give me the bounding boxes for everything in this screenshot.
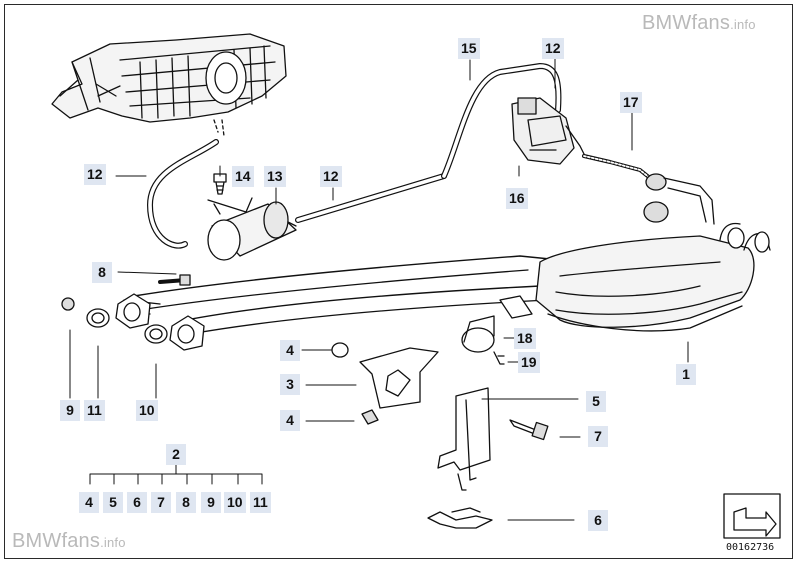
document-number: 00162736 bbox=[726, 542, 775, 553]
kit-item-11[interactable]: 11 bbox=[250, 492, 271, 513]
intake-manifold-drawing bbox=[51, 33, 287, 137]
diagram-frame bbox=[4, 4, 793, 559]
callout-19[interactable]: 19 bbox=[518, 352, 540, 373]
hanger-mount bbox=[331, 342, 439, 425]
callout-15[interactable]: 15 bbox=[458, 38, 480, 59]
kit-item-4[interactable]: 4 bbox=[79, 492, 99, 513]
callout-17[interactable]: 17 bbox=[620, 92, 642, 113]
watermark-brand-top: BMWfans bbox=[642, 12, 731, 34]
orientation-arrow-symbol bbox=[723, 493, 781, 539]
callout-2[interactable]: 2 bbox=[166, 444, 186, 465]
callout-12-top[interactable]: 12 bbox=[542, 38, 564, 59]
kit-item-6[interactable]: 6 bbox=[127, 492, 147, 513]
vacuum-reservoir bbox=[207, 197, 297, 261]
rear-silencer bbox=[535, 222, 771, 332]
callout-16[interactable]: 16 bbox=[506, 188, 528, 209]
callout-14[interactable]: 14 bbox=[232, 166, 254, 187]
bolt-7 bbox=[509, 419, 549, 441]
callout-13[interactable]: 13 bbox=[264, 166, 286, 187]
kit-item-10[interactable]: 10 bbox=[224, 492, 246, 513]
vacuum-hose-left bbox=[147, 139, 219, 249]
screw-14 bbox=[213, 173, 227, 195]
watermark-top: BMWfans.info bbox=[642, 12, 756, 35]
callout-7[interactable]: 7 bbox=[588, 426, 608, 447]
callout-6[interactable]: 6 bbox=[588, 510, 608, 531]
kit-item-7[interactable]: 7 bbox=[151, 492, 171, 513]
watermark-bottom: BMWfans.info bbox=[12, 530, 126, 553]
vacuum-valve bbox=[511, 97, 585, 165]
kit-item-9[interactable]: 9 bbox=[201, 492, 221, 513]
bracket-5 bbox=[437, 387, 491, 491]
oxygen-sensor bbox=[643, 173, 715, 225]
callout-4-lower[interactable]: 4 bbox=[280, 410, 300, 431]
rubber-mount-18 bbox=[461, 295, 533, 365]
kit-item-5[interactable]: 5 bbox=[103, 492, 123, 513]
flange-left bbox=[61, 293, 205, 351]
callout-12-mid[interactable]: 12 bbox=[320, 166, 342, 187]
clip-6 bbox=[427, 507, 493, 529]
callout-11[interactable]: 11 bbox=[84, 400, 105, 421]
callout-8[interactable]: 8 bbox=[92, 262, 112, 283]
callout-1[interactable]: 1 bbox=[676, 364, 696, 385]
watermark-suffix-top: .info bbox=[730, 17, 756, 32]
callout-4-upper[interactable]: 4 bbox=[280, 340, 300, 361]
callout-10[interactable]: 10 bbox=[136, 400, 158, 421]
callout-9[interactable]: 9 bbox=[60, 400, 80, 421]
kit-item-8[interactable]: 8 bbox=[176, 492, 196, 513]
callout-3[interactable]: 3 bbox=[280, 374, 300, 395]
callout-5[interactable]: 5 bbox=[586, 391, 606, 412]
callout-18[interactable]: 18 bbox=[514, 328, 536, 349]
callout-12-left[interactable]: 12 bbox=[84, 164, 106, 185]
watermark-suffix-bottom: .info bbox=[100, 535, 126, 550]
watermark-brand-bottom: BMWfans bbox=[12, 530, 101, 552]
